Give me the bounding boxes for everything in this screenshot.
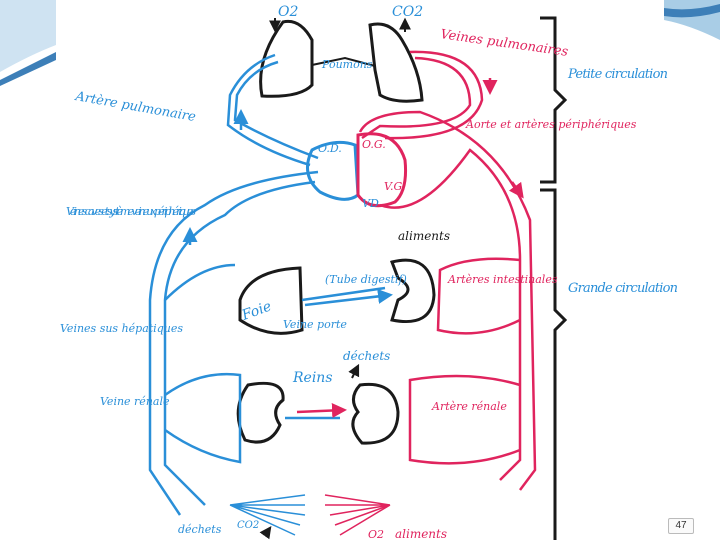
label-veine-renale: Veine rénale xyxy=(100,395,170,408)
right-lung xyxy=(370,24,422,101)
labels: O2 CO2 Veines pulmonaires Poumons Artère… xyxy=(60,4,678,540)
stomach-digestive-tube xyxy=(392,260,434,321)
label-aliments-bottom: aliments xyxy=(395,527,447,540)
label-veines-caves: Veines caves et système veineux périphér… xyxy=(66,205,196,218)
grande-circulation-bracket xyxy=(540,190,565,540)
venous-vessels xyxy=(150,55,390,535)
renal-artery-link xyxy=(297,410,344,412)
label-grande-circulation: Grande circulation xyxy=(568,281,678,296)
label-veines-sus-hepatiques: Veines sus hépatiques xyxy=(60,322,183,335)
vena-cava-left xyxy=(150,172,318,515)
dechets-arrow xyxy=(352,366,358,378)
co2-bottom-arrow xyxy=(265,528,270,535)
label-dechets-bottom: déchets xyxy=(178,523,222,536)
label-reins: Reins xyxy=(292,370,333,386)
hepatic-vein xyxy=(165,265,235,300)
renal-vein xyxy=(165,374,240,462)
label-og: O.G. xyxy=(362,138,386,151)
label-co2-bottom: CO2 xyxy=(237,520,259,531)
page-number: 47 xyxy=(668,518,694,534)
label-foie: Foie xyxy=(239,298,274,324)
label-veines-pulmonaires: Veines pulmonaires xyxy=(439,27,569,60)
renal-artery xyxy=(410,376,520,463)
pulmonary-artery-vessel xyxy=(235,62,318,158)
pulmonary-artery-vessel-2 xyxy=(228,55,310,165)
label-tube-digestif: (Tube digestif) xyxy=(325,273,407,286)
aorta-vessel xyxy=(360,112,535,490)
label-o2-bottom: O2 xyxy=(368,528,384,540)
label-poumons: Poumons xyxy=(321,58,373,71)
label-co2-top: CO2 xyxy=(392,4,423,20)
label-vd: VD xyxy=(362,197,379,210)
aorta-inner xyxy=(380,150,520,480)
label-petite-circulation: Petite circulation xyxy=(567,67,668,82)
label-arteres-intestinales: Artères intestinales xyxy=(447,273,558,286)
label-artere-renale: Artère rénale xyxy=(431,400,507,413)
intestinal-artery xyxy=(438,259,520,334)
label-dechets-mid: déchets xyxy=(343,349,390,363)
label-aliments-mid: aliments xyxy=(398,229,450,243)
kidney-left xyxy=(238,383,283,442)
label-vg: V.G. xyxy=(384,180,405,193)
label-veine-porte: Veine porte xyxy=(283,318,347,331)
kidney-right xyxy=(353,384,398,443)
label-aorte: Aorte et artères périphériques xyxy=(465,118,637,131)
label-o2-top: O2 xyxy=(278,4,298,20)
label-od: O.D. xyxy=(318,142,342,155)
label-artere-pulmonaire: Artère pulmonaire xyxy=(73,89,197,125)
